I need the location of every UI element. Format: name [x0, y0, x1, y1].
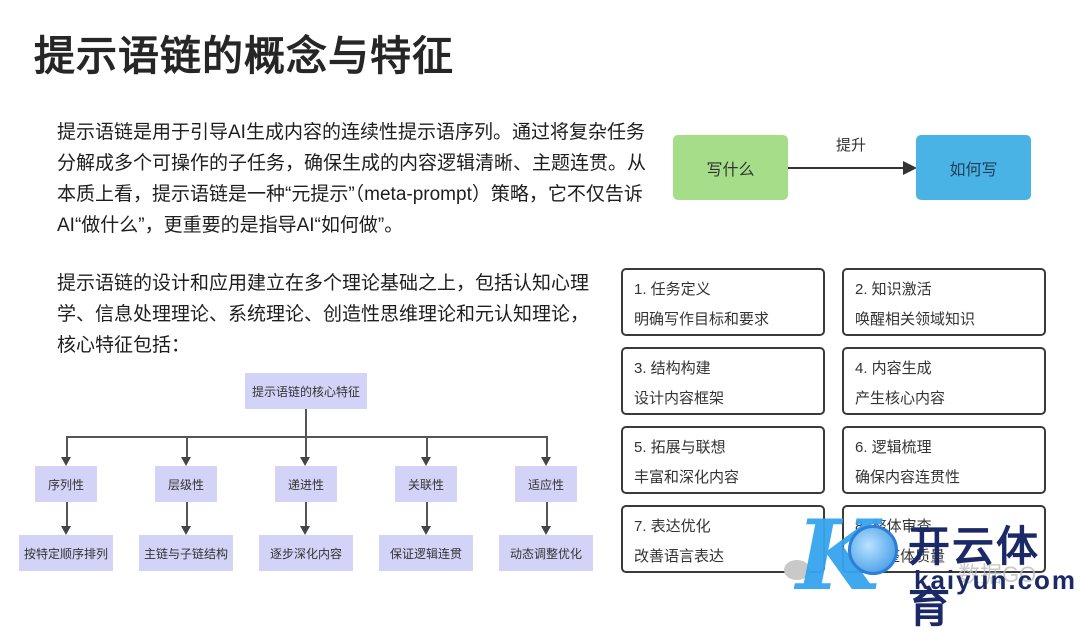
- feature-node: 序列性: [35, 466, 97, 502]
- detail-node: 动态调整优化: [499, 535, 593, 571]
- connector-line: [305, 436, 307, 458]
- connector-line: [66, 436, 68, 458]
- arrow-down-icon: [61, 526, 71, 535]
- step-title: 2. 知识激活: [855, 281, 932, 298]
- connector-line: [305, 409, 307, 436]
- arrow-down-icon: [421, 457, 431, 466]
- step-title: 7. 表达优化: [634, 518, 711, 535]
- step-title: 4. 内容生成: [855, 360, 932, 377]
- arrow-down-icon: [181, 526, 191, 535]
- flow-node-how: 如何写: [916, 135, 1031, 200]
- detail-node: 逐步深化内容: [259, 535, 353, 571]
- step-desc: 改善语言表达: [634, 548, 725, 565]
- arrow-down-icon: [181, 457, 191, 466]
- step-card: 3. 结构构建 设计内容框架: [621, 347, 825, 415]
- step-card: 1. 任务定义 明确写作目标和要求: [621, 268, 825, 336]
- flow-arrow-line: [788, 167, 908, 169]
- connector-line: [426, 436, 428, 458]
- feature-node: 层级性: [155, 466, 217, 502]
- connector-line: [186, 502, 188, 527]
- tree-root-node: 提示语链的核心特征: [245, 373, 367, 409]
- step-title: 8. 整体审查: [855, 518, 932, 535]
- step-card: 8. 整体审查 提升整体质量: [842, 505, 1046, 573]
- step-title: 3. 结构构建: [634, 360, 711, 377]
- detail-node: 主链与子链结构: [139, 535, 233, 571]
- page-title: 提示语链的概念与特征: [34, 33, 454, 79]
- feature-node: 关联性: [395, 466, 457, 502]
- detail-node: 保证逻辑连贯: [379, 535, 473, 571]
- step-card: 5. 拓展与联想 丰富和深化内容: [621, 426, 825, 494]
- intro-paragraph: 提示语链是用于引导AI生成内容的连续性提示语序列。通过将复杂任务分解成多个可操作…: [57, 122, 647, 236]
- step-desc: 产生核心内容: [855, 390, 946, 407]
- step-desc: 设计内容框架: [634, 390, 725, 407]
- step-title: 5. 拓展与联想: [634, 439, 726, 456]
- connector-line: [66, 502, 68, 527]
- step-card: 6. 逻辑梳理 确保内容连贯性: [842, 426, 1046, 494]
- detail-node: 按特定顺序排列: [19, 535, 113, 571]
- flow-node-what: 写什么: [673, 135, 788, 200]
- arrow-down-icon: [61, 457, 71, 466]
- step-desc: 唤醒相关领域知识: [855, 311, 976, 328]
- step-desc: 丰富和深化内容: [634, 469, 740, 486]
- step-desc: 确保内容连贯性: [855, 469, 961, 486]
- step-card: 4. 内容生成 产生核心内容: [842, 347, 1046, 415]
- connector-line: [186, 436, 188, 458]
- step-desc: 提升整体质量: [855, 548, 946, 565]
- foundation-paragraph: 提示语链的设计和应用建立在多个理论基础之上，包括认知心理学、信息处理理论、系统理…: [57, 273, 590, 356]
- connector-line: [546, 502, 548, 527]
- step-card: 2. 知识激活 唤醒相关领域知识: [842, 268, 1046, 336]
- step-card: 7. 表达优化 改善语言表达: [621, 505, 825, 573]
- arrow-down-icon: [541, 526, 551, 535]
- step-desc: 明确写作目标和要求: [634, 311, 770, 328]
- arrow-down-icon: [421, 526, 431, 535]
- connector-line: [66, 436, 547, 438]
- feature-node: 递进性: [275, 466, 337, 502]
- connector-line: [546, 436, 548, 458]
- connector-line: [305, 502, 307, 527]
- arrow-down-icon: [300, 457, 310, 466]
- feature-node: 适应性: [515, 466, 577, 502]
- connector-line: [426, 502, 428, 527]
- arrow-down-icon: [541, 457, 551, 466]
- arrow-right-icon: [903, 161, 917, 175]
- flow-arrow-label: 提升: [836, 137, 867, 154]
- step-title: 6. 逻辑梳理: [855, 439, 932, 456]
- arrow-down-icon: [300, 526, 310, 535]
- step-title: 1. 任务定义: [634, 281, 711, 298]
